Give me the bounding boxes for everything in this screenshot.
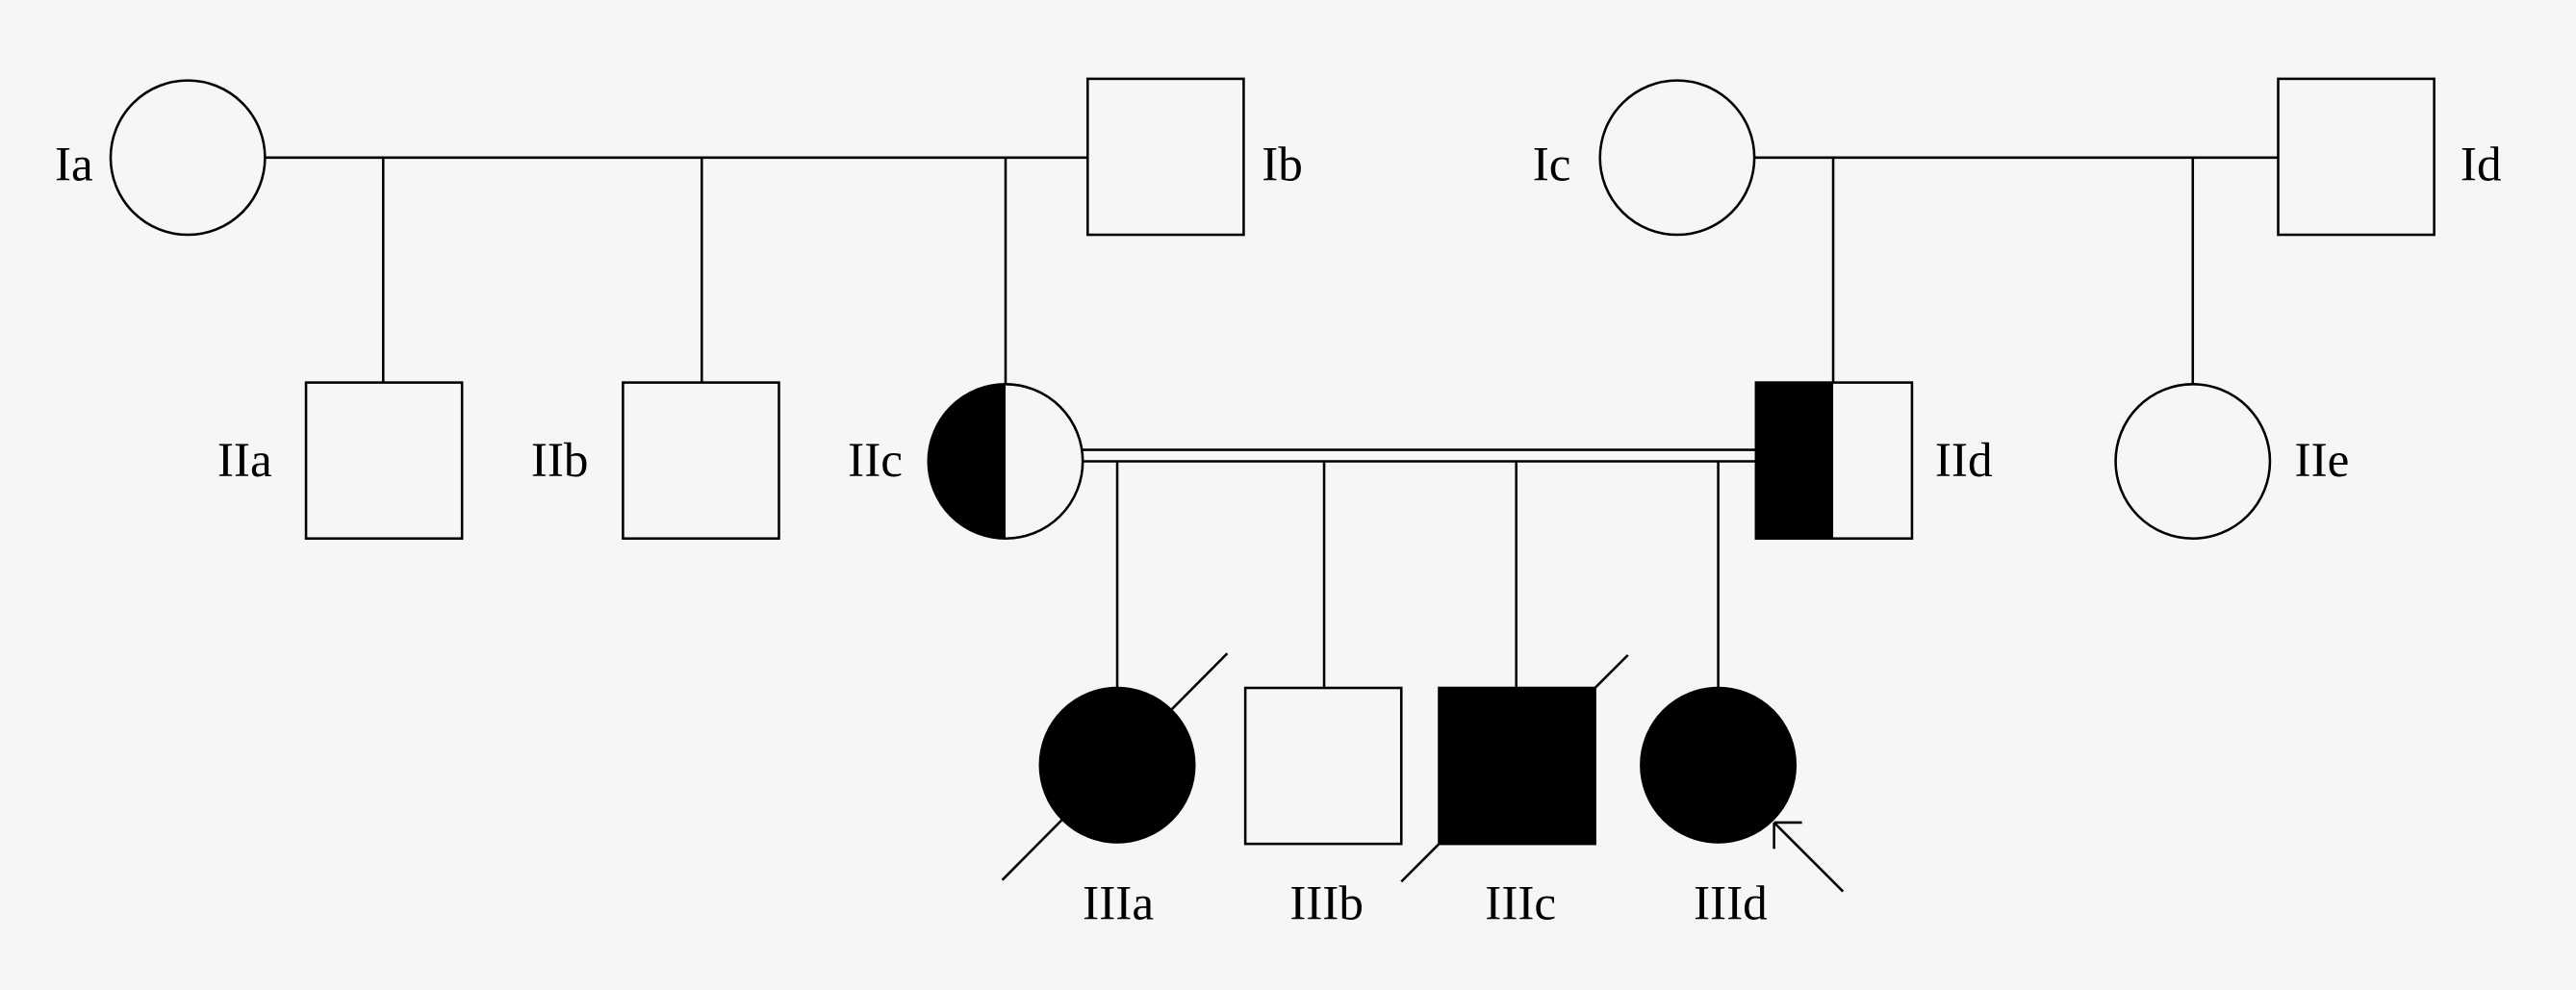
label-iia: IIa xyxy=(217,433,272,488)
individual-iie xyxy=(2114,383,2272,541)
label-id: Id xyxy=(2461,138,2502,192)
carrier-half-fill xyxy=(1755,382,1834,539)
individual-iiic xyxy=(1438,686,1596,846)
label-iib: IIb xyxy=(531,433,589,488)
individual-iib xyxy=(622,381,780,541)
individual-iiib xyxy=(1243,686,1403,846)
individual-ib xyxy=(1086,77,1245,237)
label-iid: IId xyxy=(1935,433,1993,488)
label-iiic: IIIc xyxy=(1485,876,1556,931)
individual-ia xyxy=(109,79,267,237)
label-iiib: IIIb xyxy=(1289,876,1364,931)
label-ia: Ia xyxy=(55,138,93,192)
individual-iid xyxy=(1754,381,1914,541)
individual-iic xyxy=(927,383,1084,541)
label-iic: IIc xyxy=(848,433,903,488)
individual-id xyxy=(2277,77,2436,237)
label-ic: Ic xyxy=(1533,138,1571,192)
label-iie: IIe xyxy=(2295,433,2350,488)
carrier-half-fill xyxy=(928,384,1006,539)
proband-arrow-icon xyxy=(1773,821,1845,893)
individual-iiid xyxy=(1640,686,1798,844)
label-iiid: IIId xyxy=(1694,876,1768,931)
individual-iia xyxy=(304,381,464,541)
individual-ic xyxy=(1598,79,1756,237)
label-iiia: IIIa xyxy=(1083,876,1154,931)
individual-iiia xyxy=(1038,686,1196,844)
label-ib: Ib xyxy=(1262,138,1303,192)
